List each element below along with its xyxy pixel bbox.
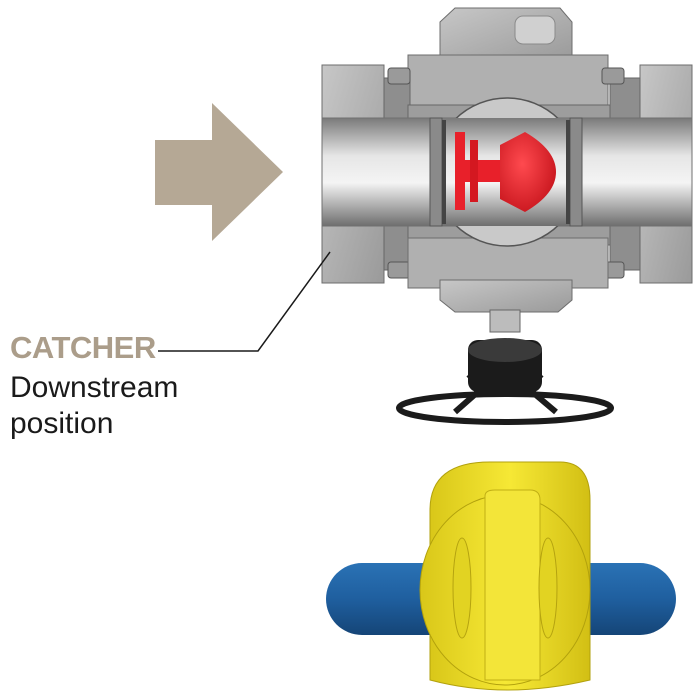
flow-arrow-icon [155, 103, 283, 241]
valve-cross-section-icon [321, 7, 693, 333]
callout-label: CATCHER Downstream position [10, 332, 178, 442]
ball-valve-icon [326, 461, 676, 691]
handwheel-icon [396, 338, 614, 425]
catcher-piston-icon [455, 132, 556, 212]
callout-line-2: position [10, 407, 114, 440]
callout-line-1: Downstream [10, 371, 179, 404]
callout-leader-line [158, 251, 331, 352]
callout-title: CATCHER [10, 330, 156, 365]
